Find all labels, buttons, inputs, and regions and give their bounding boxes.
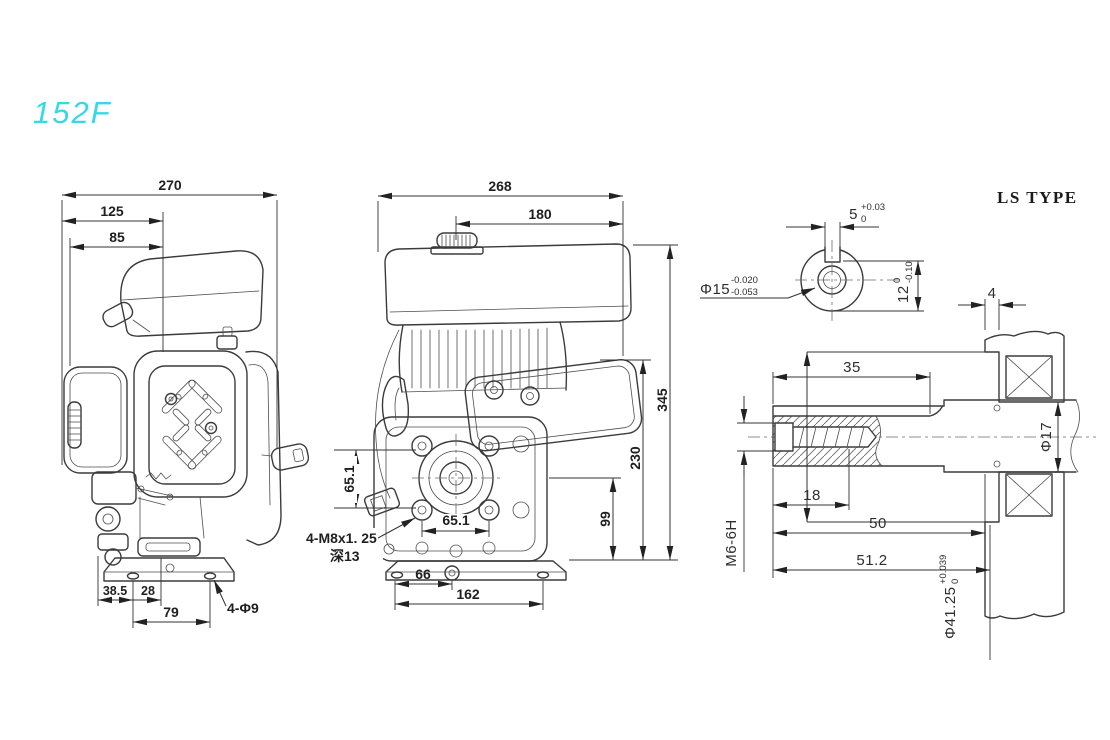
dim-18-label: 18 — [803, 487, 821, 504]
front-view-dimensions: 268 180 99 230 345 65.1 65.1 66 162 — [305, 178, 678, 610]
shaft-type-label: LS TYPE — [997, 188, 1078, 207]
key-width-lower-tol: 0 — [861, 214, 866, 225]
front-view — [363, 232, 643, 581]
crankcase — [373, 416, 548, 562]
dim-180-label: 180 — [528, 206, 552, 222]
dim-230-label: 230 — [627, 446, 643, 470]
key-height-upper-tol: 0 — [892, 278, 903, 283]
thread-callout-line1: 4-M8x1. 25 — [306, 530, 377, 546]
dim-345-label: 345 — [654, 388, 670, 412]
dim-66-label: 66 — [415, 566, 431, 582]
fuel-cap — [430, 232, 484, 255]
dim-85-label: 85 — [109, 229, 125, 245]
muffler-front — [464, 359, 643, 452]
dim-28-label: 28 — [141, 584, 155, 598]
bore-dia-value: Φ41.25 — [942, 586, 959, 639]
model-number-label: 152F — [33, 95, 112, 130]
dim-65-1-vertical-label: 65.1 — [341, 465, 357, 492]
carburetor — [91, 471, 205, 566]
shaft-detail: LS TYPE 5 +0.03 0 Φ15 -0.020 -0.053 — [700, 188, 1096, 660]
thread-m6-label: M6-6H — [723, 519, 740, 567]
dim-38-5-label: 38.5 — [103, 584, 127, 598]
dim-268-label: 268 — [488, 178, 512, 194]
bore-dia-upper-tol: +0.039 — [938, 555, 949, 584]
key-height-lower-tol: -0.10 — [904, 261, 915, 283]
dim-51-2-label: 51.2 — [856, 552, 887, 569]
key-height-value: 12 — [895, 285, 912, 303]
dim-162-label: 162 — [456, 586, 480, 602]
starter-grip — [102, 301, 134, 328]
front-left-details — [363, 329, 410, 555]
recoil-cover — [133, 350, 248, 498]
dim-50-label: 50 — [869, 515, 887, 532]
bearing-upper — [1005, 355, 1053, 399]
shaft-dia-value: Φ15 — [700, 281, 730, 298]
left-view-dimensions: 270 125 85 38.5 28 79 4-Φ9 — [61, 177, 278, 628]
dim-65-1-horizontal-label: 65.1 — [442, 512, 469, 528]
muffler-side — [245, 350, 282, 546]
spark-plug — [216, 335, 238, 350]
bearing-lower — [1005, 473, 1053, 517]
shaft-longitudinal-section — [748, 330, 1096, 620]
key-width-upper-tol: +0.03 — [861, 202, 885, 213]
dim-4-label: 4 — [988, 285, 997, 302]
boss-dia-label: Φ17 — [1038, 422, 1055, 452]
bore-dia-lower-tol: 0 — [950, 579, 961, 584]
choke-knob — [270, 443, 310, 471]
mounting-base-side — [103, 557, 235, 582]
fuel-tank — [384, 243, 632, 326]
shaft-dia-upper-tol: -0.020 — [731, 275, 758, 286]
dim-99-label: 99 — [597, 511, 613, 527]
dim-270-label: 270 — [158, 177, 182, 193]
dim-35-label: 35 — [843, 359, 861, 376]
left-side-view — [63, 250, 310, 582]
shaft-dia-lower-tol: -0.053 — [731, 287, 758, 298]
dim-125-label: 125 — [100, 203, 124, 219]
dim-79-label: 79 — [163, 604, 179, 620]
cooling-fins — [398, 321, 568, 393]
mount-holes-callout: 4-Φ9 — [227, 600, 259, 616]
thread-callout-line2: 深13 — [330, 548, 360, 564]
pto-bolt-holes — [411, 435, 500, 521]
shaft-cross-section — [795, 240, 900, 322]
mounting-base-front — [385, 560, 567, 581]
air-cleaner — [63, 366, 128, 474]
key-width-value: 5 — [849, 206, 858, 223]
shaft-detail-dimensions: 35 18 50 51.2 M6-6H — [723, 285, 1062, 660]
